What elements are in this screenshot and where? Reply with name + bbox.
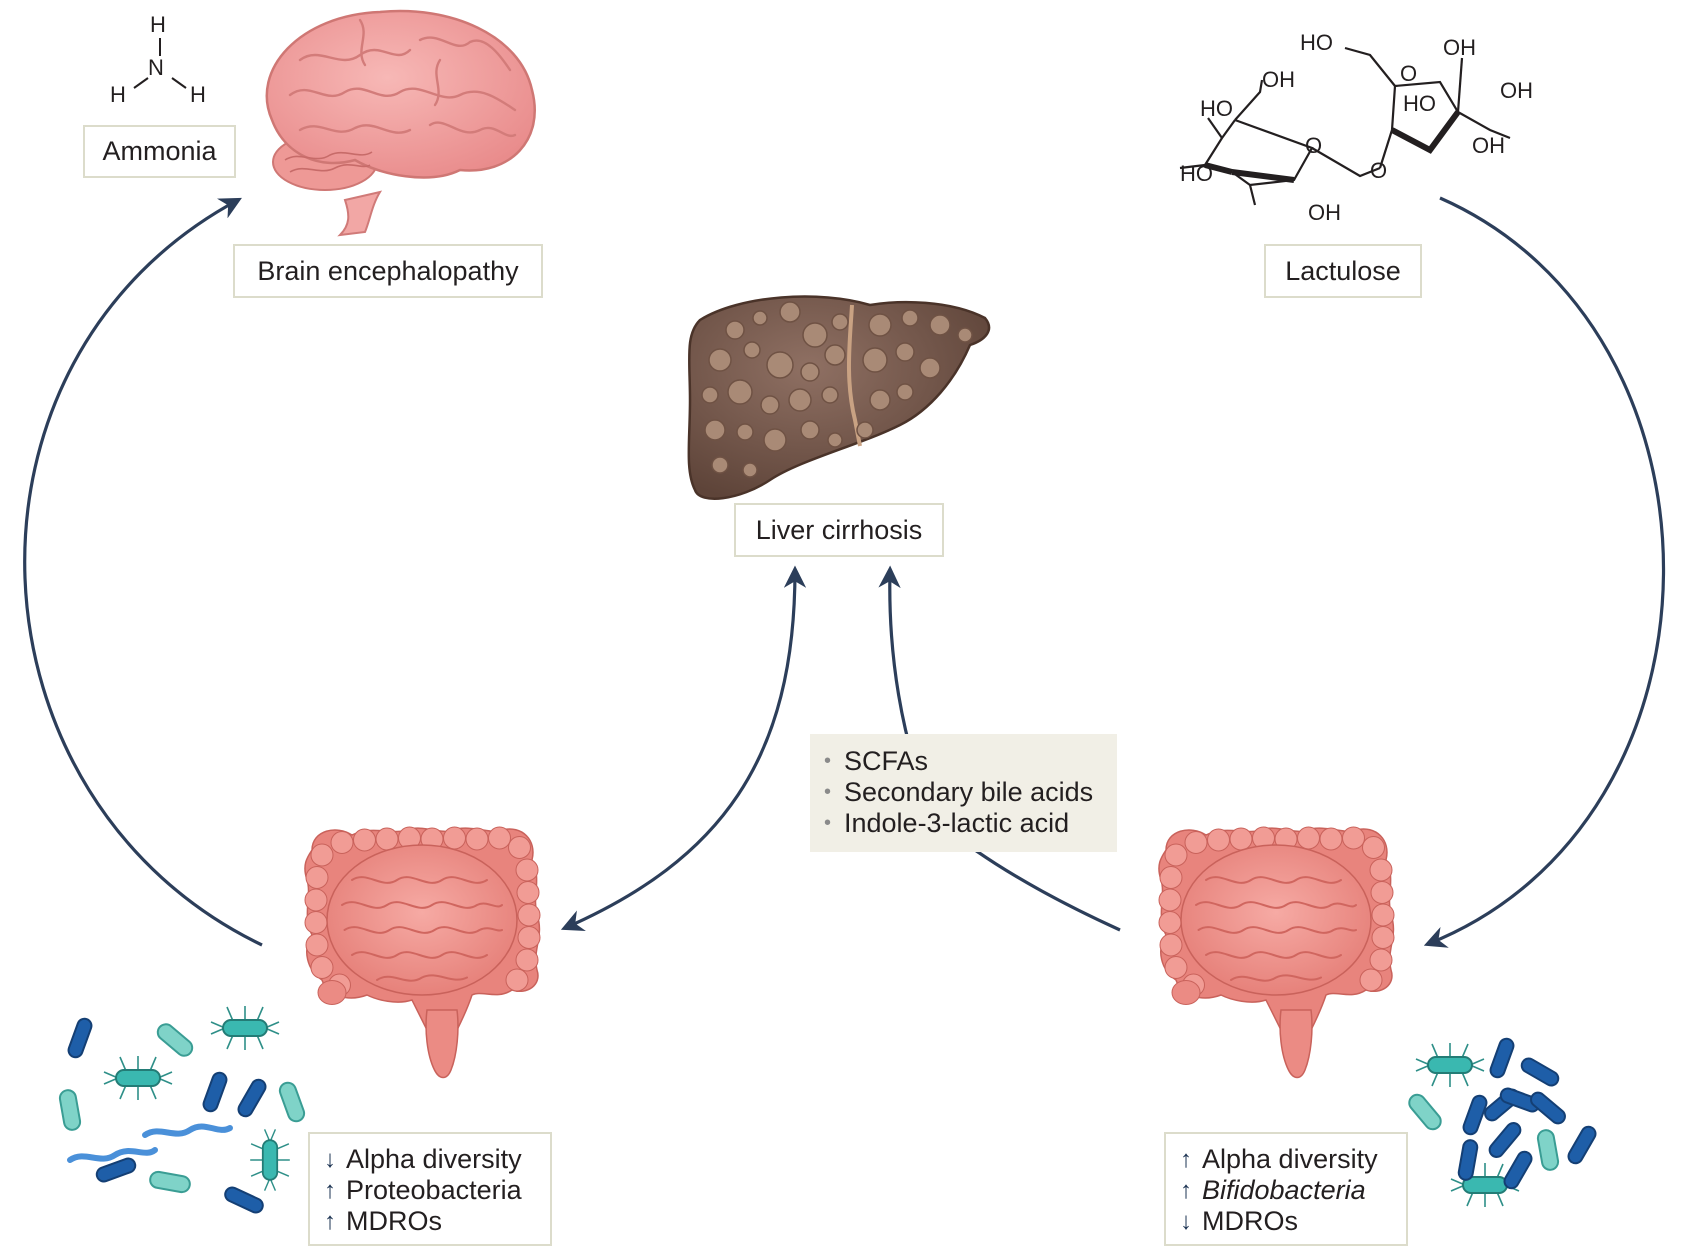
finding-item: ↑ Bifidobacteria bbox=[1180, 1175, 1392, 1206]
lactulose-atom: O bbox=[1400, 61, 1418, 86]
right-gut-findings: ↑ Alpha diversity ↑ Bifidobacteria ↓ MDROs bbox=[1164, 1132, 1408, 1246]
lactulose-atom: HO bbox=[1403, 91, 1436, 116]
arrow-up-icon: ↑ bbox=[1180, 1177, 1192, 1204]
arrow-lactulose-to-gut bbox=[1423, 196, 1666, 948]
metabolite-text: Secondary bile acids bbox=[844, 777, 1094, 807]
lactulose-atom: OH bbox=[1443, 35, 1476, 60]
ammonia-atom-h-right: H bbox=[190, 82, 206, 107]
right-bacteria-cluster bbox=[1405, 1035, 1600, 1208]
lactulose-atom: OH bbox=[1472, 133, 1505, 158]
liver-cirrhosis-label: Liver cirrhosis bbox=[734, 503, 944, 557]
ammonia-molecule-bonds bbox=[133, 38, 187, 89]
metabolites-list: • SCFAs • Secondary bile acids • Indole-3-l… bbox=[810, 734, 1117, 852]
bullet-icon: • bbox=[824, 750, 832, 772]
finding-text: Bifidobacteria bbox=[1202, 1175, 1366, 1205]
arrow-down-icon: ↓ bbox=[324, 1146, 336, 1173]
ammonia-atom-h-left: H bbox=[110, 82, 126, 107]
arrow-up-icon: ↑ bbox=[324, 1177, 336, 1204]
finding-text: MDROs bbox=[346, 1206, 442, 1236]
arrow-up-icon: ↑ bbox=[1180, 1146, 1192, 1173]
finding-item: ↑ MDROs bbox=[324, 1206, 536, 1237]
bullet-icon: • bbox=[824, 812, 832, 834]
lactulose-atom: HO bbox=[1300, 30, 1333, 55]
lactulose-atom: O bbox=[1305, 133, 1323, 158]
brain-illustration bbox=[265, 9, 536, 237]
lactulose-molecule-bonds bbox=[1179, 46, 1511, 206]
finding-item: ↑ Alpha diversity bbox=[1180, 1144, 1392, 1175]
ammonia-atom-n: N bbox=[148, 55, 164, 80]
left-intestine-illustration bbox=[303, 826, 541, 1079]
liver-illustration bbox=[687, 295, 991, 500]
finding-item: ↓ Alpha diversity bbox=[324, 1144, 536, 1175]
metabolite-text: SCFAs bbox=[844, 746, 929, 776]
lactulose-atom: HO bbox=[1200, 96, 1233, 121]
finding-item: ↑ Proteobacteria bbox=[324, 1175, 536, 1206]
lactulose-atom: OH bbox=[1500, 78, 1533, 103]
arrow-up-icon: ↑ bbox=[324, 1208, 336, 1235]
arrow-liver-gut-bidirectional bbox=[560, 565, 807, 932]
left-bacteria-cluster bbox=[57, 1005, 308, 1216]
flow-arrows bbox=[23, 196, 1666, 948]
lactulose-atom: O bbox=[1370, 158, 1388, 183]
finding-text: Alpha diversity bbox=[346, 1144, 522, 1174]
metabolite-item: • SCFAs bbox=[824, 746, 1103, 777]
lactulose-atom: HO bbox=[1180, 161, 1213, 186]
metabolite-text: Indole-3-lactic acid bbox=[844, 808, 1070, 838]
lactulose-atom: OH bbox=[1262, 67, 1295, 92]
finding-text: Alpha diversity bbox=[1202, 1144, 1378, 1174]
arrow-gut-to-brain bbox=[23, 197, 263, 947]
metabolite-item: • Indole-3-lactic acid bbox=[824, 808, 1103, 839]
left-gut-findings: ↓ Alpha diversity ↑ Proteobacteria ↑ MDROs bbox=[308, 1132, 552, 1246]
bullet-icon: • bbox=[824, 781, 832, 803]
lactulose-atom: OH bbox=[1308, 200, 1341, 225]
right-intestine-illustration bbox=[1157, 826, 1395, 1079]
metabolite-item: • Secondary bile acids bbox=[824, 777, 1103, 808]
ammonia-label: Ammonia bbox=[83, 125, 236, 178]
brain-encephalopathy-label: Brain encephalopathy bbox=[233, 244, 543, 298]
ammonia-atom-h-top: H bbox=[150, 12, 166, 37]
finding-item: ↓ MDROs bbox=[1180, 1206, 1392, 1237]
finding-text: Proteobacteria bbox=[346, 1175, 522, 1205]
lactulose-label: Lactulose bbox=[1264, 244, 1422, 298]
finding-text: MDROs bbox=[1202, 1206, 1298, 1236]
arrow-down-icon: ↓ bbox=[1180, 1208, 1192, 1235]
